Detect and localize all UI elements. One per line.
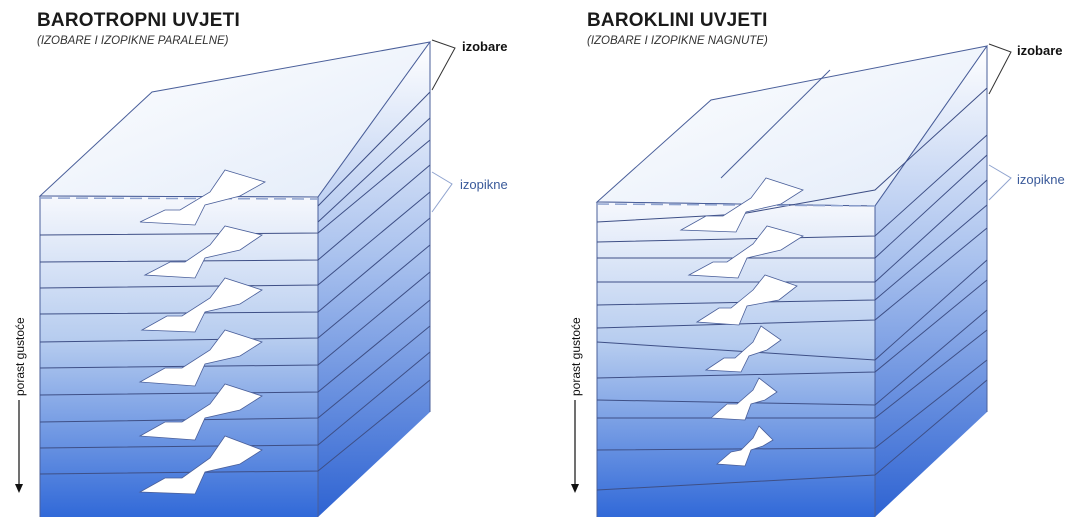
block-side-face <box>318 42 430 517</box>
current-arrow <box>140 277 263 333</box>
density-axis-label: porast gustoće <box>569 317 583 396</box>
panel-title: BAROTROPNI UVJETI <box>37 10 240 31</box>
current-arrow <box>138 383 263 441</box>
current-arrows <box>679 177 804 467</box>
density-axis-label: porast gustoće <box>13 317 27 396</box>
current-arrow <box>679 177 804 233</box>
isopycnal-dashed-line <box>39 197 319 200</box>
current-arrow <box>716 425 774 467</box>
panel-subtitle: (IZOBARE I IZOPIKNE NAGNUTE) <box>587 35 768 47</box>
current-arrow <box>710 377 778 421</box>
isopycnal-dashed-line <box>596 203 876 207</box>
panel-title: BAROKLINI UVJETI <box>587 10 768 31</box>
isobar-label: izobare <box>1017 43 1063 58</box>
block-front-face <box>40 196 318 517</box>
current-arrow <box>139 169 267 226</box>
isobar-label: izobare <box>462 39 508 54</box>
barotropic-block-diagram: izobare izopikne porast gustoće <box>13 39 508 517</box>
block-side-face <box>875 46 987 517</box>
current-arrow <box>687 225 804 279</box>
density-axis-arrowhead <box>571 484 579 493</box>
current-arrow <box>695 274 798 326</box>
current-arrow <box>138 329 263 387</box>
density-axis-arrowhead <box>15 484 23 493</box>
barotropic-panel: BAROTROPNI UVJETI (IZOBARE I IZOPIKNE PA… <box>13 10 508 517</box>
current-arrow <box>704 325 782 373</box>
isopycnal-label: izopikne <box>1017 172 1065 187</box>
panel-subtitle: (IZOBARE I IZOPIKNE PARALELNE) <box>37 35 229 47</box>
isobar-bracket <box>431 39 456 91</box>
isobar-layers <box>596 87 988 491</box>
baroclinic-panel: BAROKLINI UVJETI (IZOBARE I IZOPIKNE NAG… <box>541 0 1082 517</box>
isobar-layers <box>39 91 431 475</box>
current-arrows <box>138 169 267 495</box>
isopycnal-label: izopikne <box>460 177 508 192</box>
current-arrow <box>138 435 263 495</box>
baroclinic-block-diagram: izobare izopikne porast gustoće <box>569 43 1065 517</box>
isopycnal-bracket <box>431 171 453 213</box>
isopycnal-bracket <box>988 164 1012 201</box>
current-arrow <box>143 225 263 279</box>
isobar-bracket <box>988 43 1012 95</box>
